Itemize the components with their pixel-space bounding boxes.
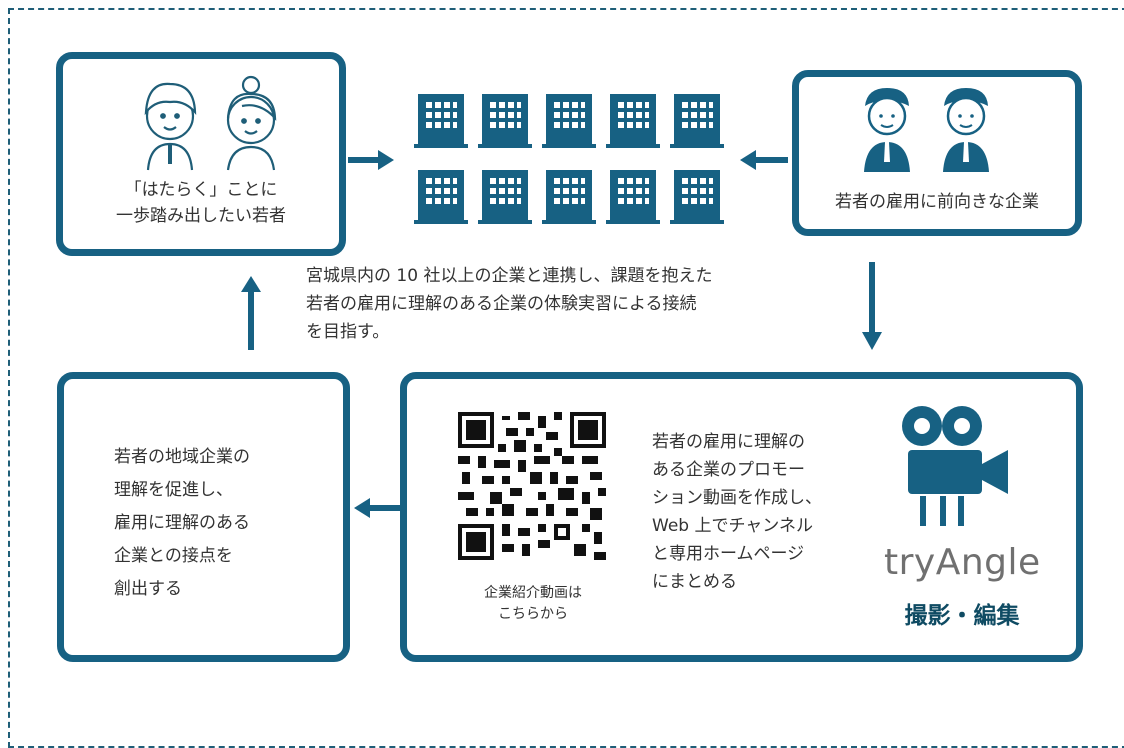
company-label: 若者の雇用に前向きな企業 xyxy=(835,192,1039,212)
company-box: 若者の雇用に前向きな企業 xyxy=(792,70,1082,236)
company-people-icon xyxy=(864,88,989,172)
buildings-group xyxy=(414,94,724,224)
arrow-left-icon xyxy=(740,150,788,170)
building-icon xyxy=(606,170,660,224)
building-icon xyxy=(542,170,596,224)
building-icon xyxy=(542,94,596,148)
girl-icon xyxy=(226,75,277,171)
worker-icon xyxy=(943,88,989,172)
building-icon xyxy=(414,170,468,224)
brand-role: 撮影・編集 xyxy=(904,603,1020,629)
building-icon xyxy=(414,94,468,148)
create-text: 若者の地域企業の 理解を促進し、 雇用に理解のある 企業との接点を 創出する xyxy=(114,447,250,599)
youth-people-icon xyxy=(144,75,277,171)
arrow-up-icon xyxy=(241,276,261,350)
video-camera-icon xyxy=(902,406,1008,526)
promo-text: 若者の雇用に理解の ある企業のプロモー ション動画を作成し、 Web 上でチャン… xyxy=(652,432,822,592)
building-icon xyxy=(606,94,660,148)
worker-icon xyxy=(864,88,910,172)
building-icon xyxy=(478,170,532,224)
boy-icon xyxy=(144,82,197,171)
qr-caption: 企業紹介動画は こちらから xyxy=(484,585,582,622)
building-icon xyxy=(670,170,724,224)
flow-description: 宮城県内の 10 社以上の企業と連携し、課題を抱えた 若者の雇用に理解のある企業… xyxy=(306,266,713,342)
youth-label: 「はたらく」ことに 一歩踏み出したい若者 xyxy=(116,180,286,226)
create-box: 若者の地域企業の 理解を促進し、 雇用に理解のある 企業との接点を 創出する xyxy=(57,372,350,662)
arrow-down-icon xyxy=(862,262,882,350)
building-icon xyxy=(478,94,532,148)
building-icon xyxy=(670,94,724,148)
arrow-left-icon xyxy=(354,498,400,518)
qr-code[interactable] xyxy=(458,412,606,560)
brand-logo: tryAngle xyxy=(884,542,1041,583)
youth-box: 「はたらく」ことに 一歩踏み出したい若者 xyxy=(56,52,346,256)
arrow-right-icon xyxy=(348,150,394,170)
